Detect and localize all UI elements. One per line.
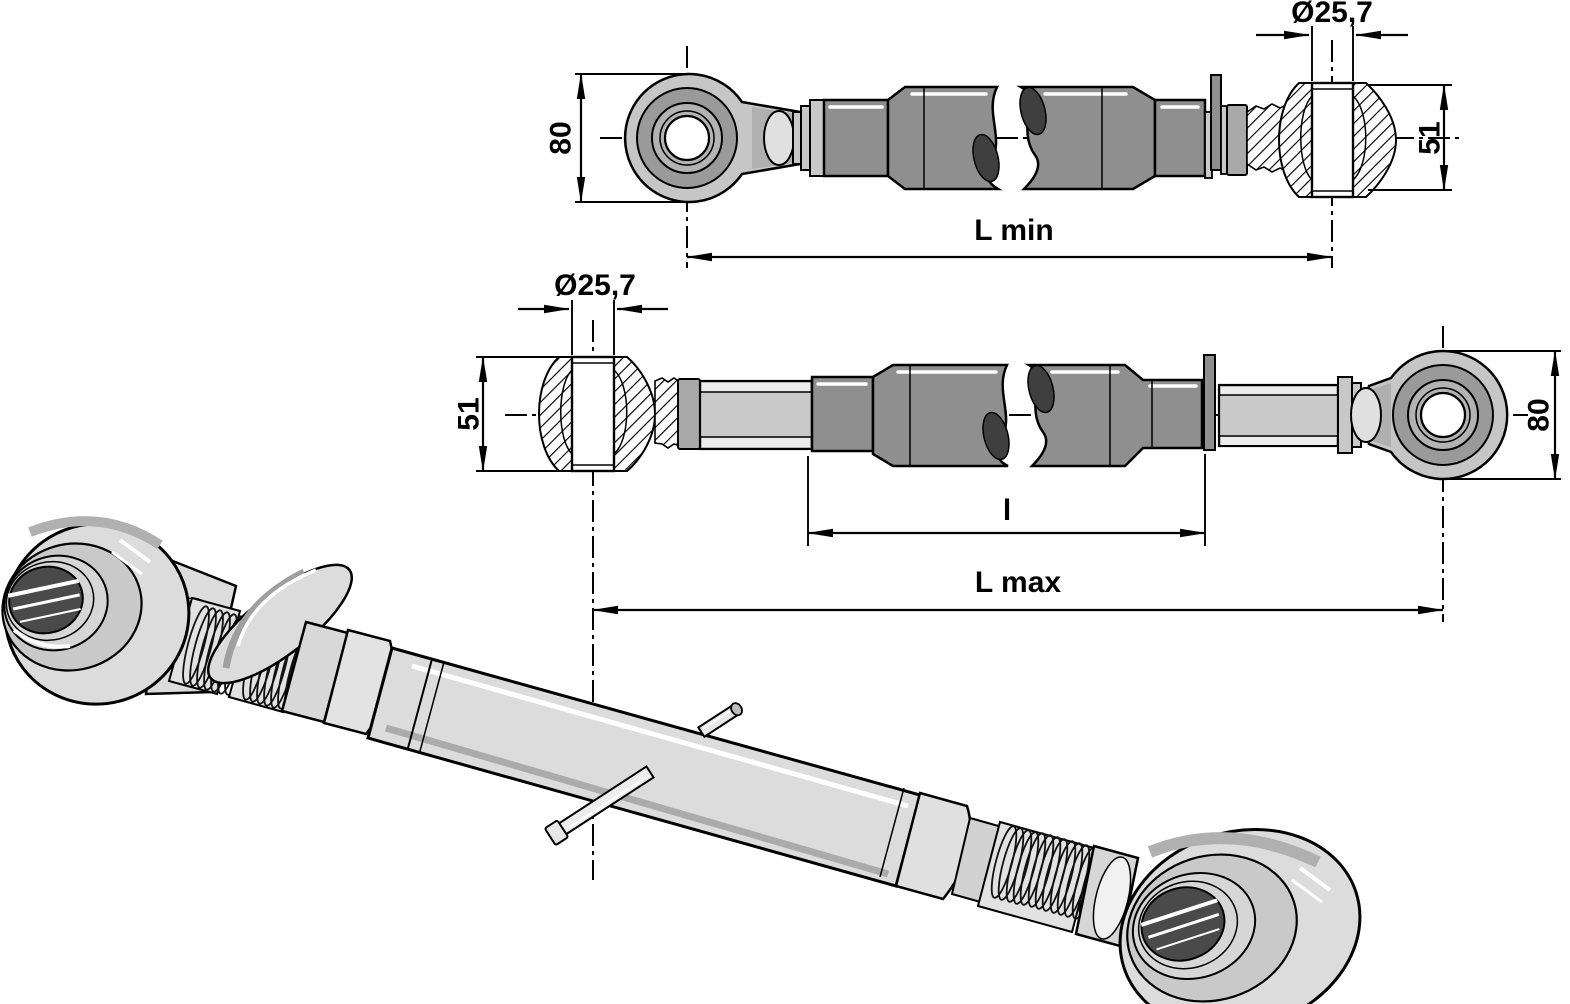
thread-ring — [189, 607, 217, 687]
ball-housing-right — [613, 356, 657, 472]
turnbuckle-tube — [792, 85, 1207, 191]
socket-collar — [677, 378, 701, 450]
rod-end-eye — [1337, 349, 1509, 481]
eye-ring-line — [1415, 387, 1471, 443]
tube-segment-small — [810, 375, 875, 453]
dimension-length-max: L max — [592, 566, 1444, 615]
dim-label-bore-retracted: Ø25,7 — [1291, 0, 1373, 29]
break-opening — [1027, 364, 1055, 414]
bushing — [570, 355, 616, 473]
ball-end — [1350, 387, 1382, 443]
dimension-bore-extended: Ø25,7 — [518, 269, 668, 355]
socket-chamfer — [1092, 856, 1132, 940]
break-opening — [1019, 86, 1047, 136]
ball-housing-left — [537, 356, 573, 472]
dimension-eye-80: 80 — [545, 73, 684, 203]
tube-highlight — [411, 663, 909, 809]
eye-bore — [663, 114, 711, 162]
dim-label-eye-retracted: 80 — [545, 121, 578, 154]
thread-ring — [1027, 834, 1055, 908]
lock-plate-edge — [222, 568, 306, 669]
dimension-bore-retracted: Ø25,7 — [1256, 0, 1408, 81]
lock-plate — [206, 563, 354, 685]
bushing — [1310, 81, 1355, 199]
rod-band — [702, 383, 810, 392]
tube-segment-right — [1024, 363, 1204, 468]
rod-band — [702, 438, 810, 447]
dimension-length-min: L min — [686, 214, 1333, 262]
collar-ring — [809, 99, 825, 177]
turnbuckle-tube — [810, 354, 1216, 468]
dimension-eye-80-extended: 80 — [1449, 350, 1561, 480]
thread-ring — [1005, 829, 1033, 903]
lock-plate-highlight — [236, 568, 317, 647]
eye-shading — [1147, 832, 1321, 868]
rod-band — [1221, 387, 1336, 395]
illustration-3d — [1, 516, 1362, 1004]
collar-ring — [792, 111, 802, 165]
rod-end-eye-3d-left — [1, 516, 191, 706]
break-opening — [982, 411, 1010, 461]
tube-shadow — [385, 724, 889, 878]
thread-section — [654, 377, 681, 449]
tube-segment-small — [822, 98, 890, 178]
ball-arc — [560, 369, 573, 455]
socket-collar — [1226, 104, 1248, 176]
break-opening — [972, 133, 1000, 183]
tube-segment-narrow — [1153, 98, 1207, 178]
ball-housing-left — [1277, 82, 1313, 198]
rod-band — [1221, 437, 1336, 445]
ball-arc — [1352, 95, 1367, 181]
dimension-ball-51-extended: 51 — [453, 356, 560, 472]
dim-label-length-min: L min — [974, 214, 1053, 247]
grease-pin — [1203, 354, 1216, 451]
ball-end — [763, 110, 795, 166]
dim-label-tube-length: l — [1003, 494, 1011, 527]
view-extended: Ø25,7 51 l L max 80 — [453, 269, 1561, 880]
tube-step — [419, 661, 445, 752]
ball-arc — [1300, 95, 1313, 181]
collar-ring — [800, 105, 811, 171]
cross-pin-lower — [544, 765, 655, 846]
ball-joint-section — [537, 355, 701, 473]
eye-ring-line — [659, 110, 715, 166]
dimension-tube-length: l — [807, 454, 1206, 546]
dim-label-ball-retracted: 51 — [1414, 121, 1447, 154]
threaded-rod-right — [1217, 383, 1340, 448]
grease-pin — [1210, 74, 1222, 171]
ball-housing-right — [1352, 82, 1398, 198]
thread-section-right — [976, 820, 1106, 934]
dim-label-ball-extended: 51 — [453, 397, 486, 430]
rod-end-eye — [623, 72, 805, 204]
dim-label-length-max: L max — [975, 566, 1061, 599]
dimension-ball-51-retracted: 51 — [1368, 84, 1452, 191]
dim-label-bore-extended: Ø25,7 — [554, 269, 636, 302]
ball-arc — [613, 369, 628, 455]
eye-shading — [28, 516, 163, 550]
thread-ring — [1049, 840, 1077, 914]
cross-pin-upper — [696, 702, 743, 739]
thread-ring — [182, 605, 210, 685]
tube-step — [407, 658, 433, 749]
rod-end-eye-3d-right — [1118, 827, 1362, 1004]
tube-step — [879, 787, 905, 878]
dim-label-eye-extended: 80 — [1523, 398, 1556, 431]
eye-bore — [1419, 391, 1467, 439]
view-retracted: 80 Ø25,7 51 L min — [545, 0, 1462, 268]
ball-joint-section — [1204, 74, 1398, 199]
threaded-rod-left — [698, 379, 814, 451]
collar-ring — [1337, 376, 1353, 454]
